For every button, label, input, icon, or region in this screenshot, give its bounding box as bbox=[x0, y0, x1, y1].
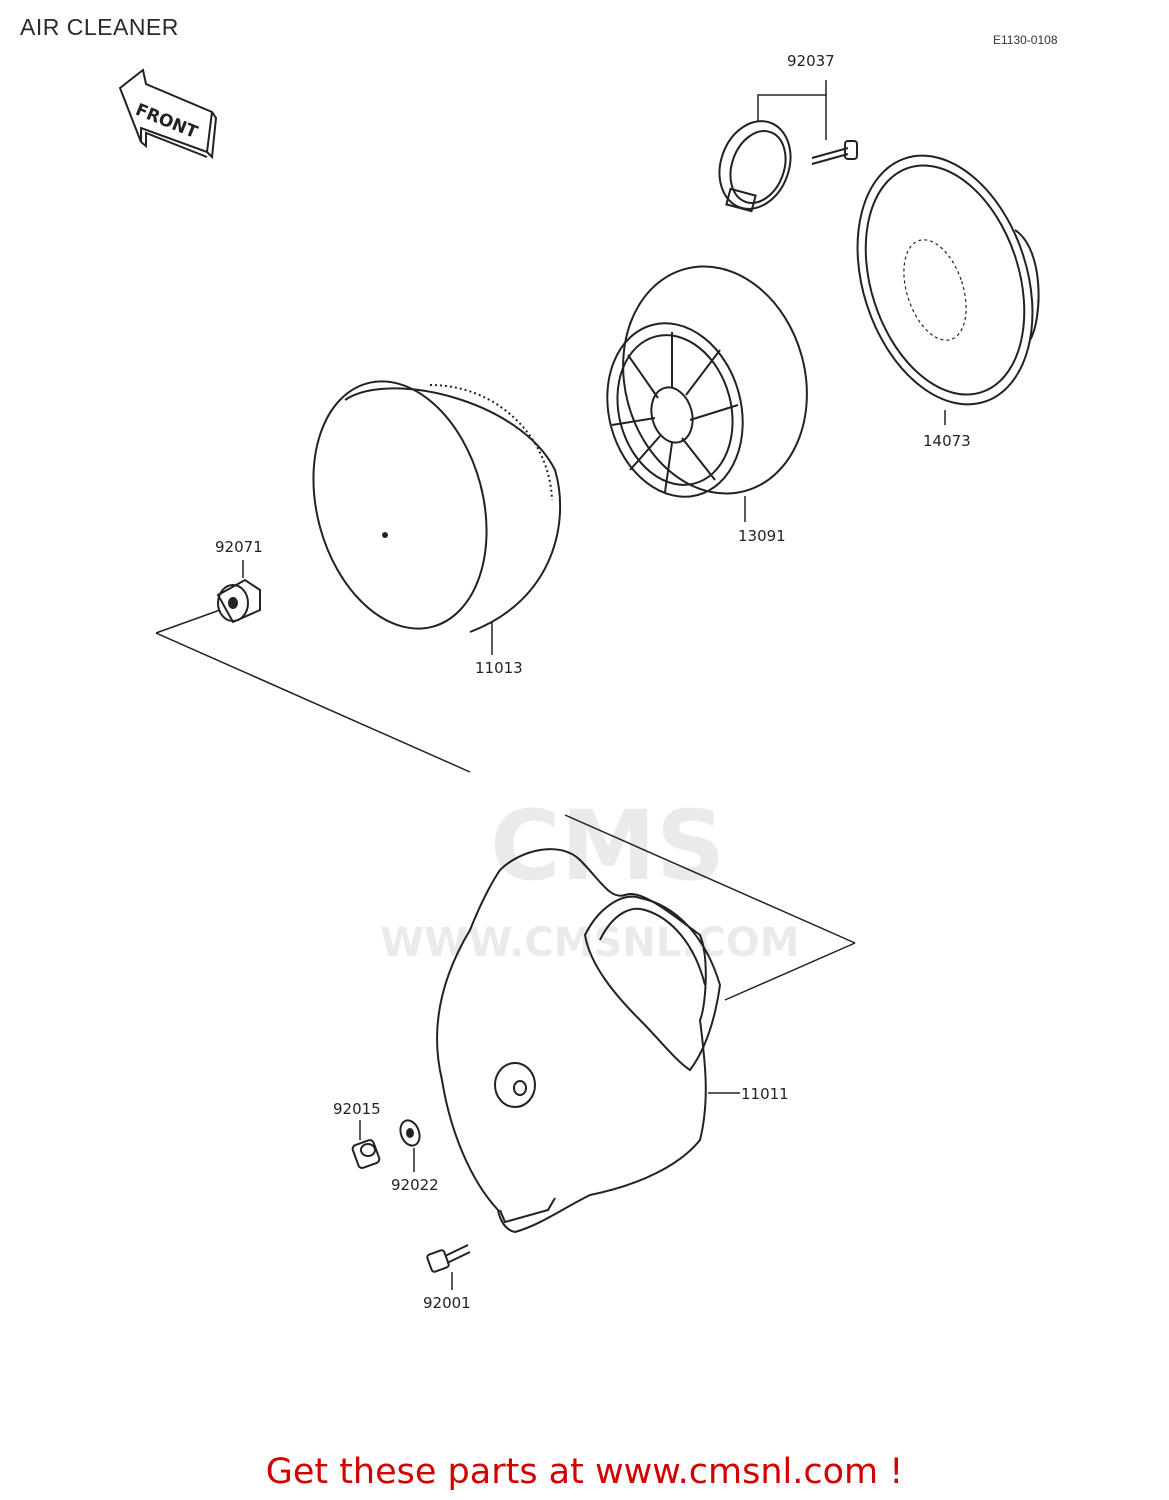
watermark-url: WWW.CMSNL.COM bbox=[380, 920, 800, 966]
part-label-92015: 92015 bbox=[333, 1100, 381, 1118]
grommet-92071 bbox=[216, 578, 261, 624]
bolt-92001 bbox=[426, 1244, 471, 1273]
part-label-92037: 92037 bbox=[787, 52, 835, 70]
part-label-92071: 92071 bbox=[215, 538, 263, 556]
part-label-92001: 92001 bbox=[423, 1294, 471, 1312]
footer-cta-link[interactable]: Get these parts at www.cmsnl.com ! bbox=[265, 1452, 904, 1492]
nut-92015 bbox=[351, 1139, 381, 1169]
part-label-92022: 92022 bbox=[391, 1176, 439, 1194]
air-cleaner-case-11011 bbox=[436, 848, 722, 1234]
front-arrow-icon bbox=[118, 68, 218, 160]
filter-element-11013 bbox=[312, 380, 562, 633]
part-label-11013: 11013 bbox=[475, 659, 523, 677]
part-label-13091: 13091 bbox=[738, 527, 786, 545]
washer-92022 bbox=[399, 1119, 421, 1147]
watermark-brand: CMS bbox=[490, 790, 726, 902]
part-label-11011: 11011 bbox=[741, 1085, 789, 1103]
air-cleaner-cover-14073 bbox=[856, 154, 1040, 406]
page-title: AIR CLEANER bbox=[20, 14, 179, 40]
clamp-band-92037 bbox=[718, 120, 858, 213]
diagram-code: E1130-0108 bbox=[993, 33, 1058, 47]
part-label-14073: 14073 bbox=[923, 432, 971, 450]
element-holder-13091 bbox=[606, 265, 808, 498]
